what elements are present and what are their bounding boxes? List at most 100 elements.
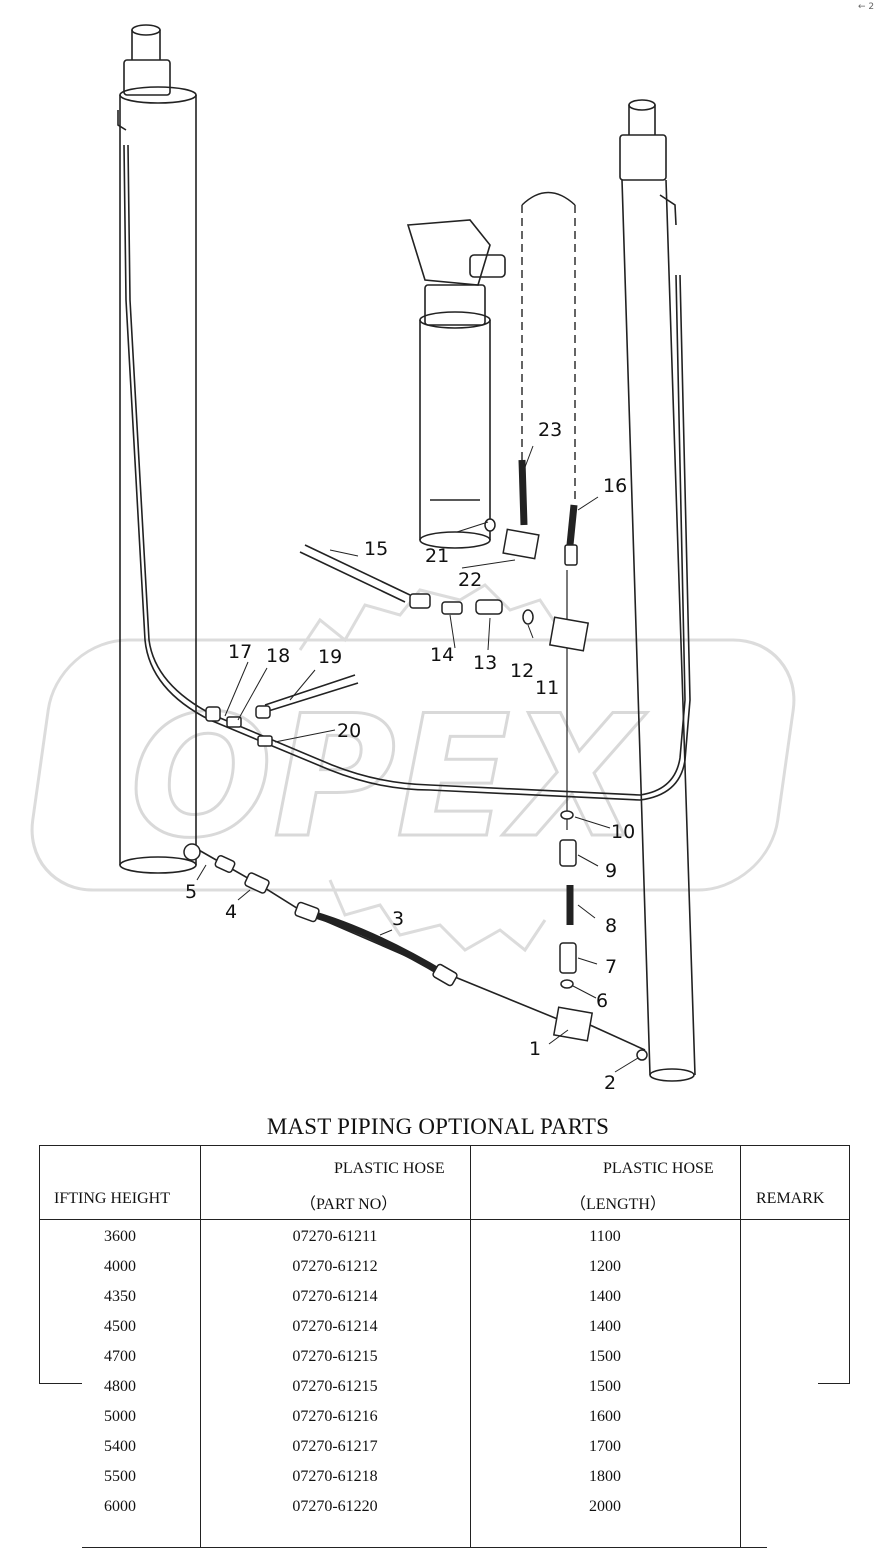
callout-11: 11: [535, 677, 559, 699]
block-1: [552, 1006, 594, 1042]
cell-lifting-height: 5000: [104, 1408, 136, 1425]
callout-13: 13: [473, 652, 497, 674]
callout-5: 5: [185, 881, 197, 903]
cell-part-no: 07270-61212: [292, 1258, 378, 1275]
right-border: [849, 1145, 850, 1384]
cell-length: 1700: [589, 1438, 621, 1455]
left-mast-cylinder: [117, 24, 197, 874]
cell-lifting-height: 5500: [104, 1468, 136, 1485]
oring-21: [484, 518, 496, 532]
corner-mark: ← 2 ↑: [858, 2, 876, 12]
header-bottom-border: [39, 1219, 850, 1220]
mast-piping-diagram: ← 2 ↑ OPEX: [30, 2, 876, 1094]
col-divider-2: [470, 1145, 471, 1548]
callout-3: 3: [392, 908, 404, 930]
callout-9: 9: [605, 860, 617, 882]
hose3-end-a: [294, 901, 320, 923]
cell-lifting-height: 4350: [104, 1288, 136, 1305]
callout-16: 16: [603, 475, 627, 497]
header-part-no-line2: （PART NO）: [300, 1196, 398, 1213]
hose-3: [304, 908, 447, 979]
cell-lifting-height: 4800: [104, 1378, 136, 1395]
cell-length: 1600: [589, 1408, 621, 1425]
callout-10: 10: [611, 821, 635, 843]
cell-part-no: 07270-61215: [292, 1378, 378, 1395]
watermark-logo: OPEX: [30, 583, 796, 953]
hose3-end-b: [432, 963, 458, 987]
fittings: [183, 518, 648, 1061]
fitting-7: [559, 942, 577, 974]
callout-7: 7: [605, 956, 617, 978]
fitting-14: [441, 601, 463, 615]
callout-1: 1: [529, 1038, 541, 1060]
table-title: MAST PIPING OPTIONAL PARTS: [266, 1114, 610, 1139]
fitting-15: [409, 593, 431, 609]
hose-23: [518, 459, 528, 526]
fitting-5: [214, 854, 236, 874]
callout-14: 14: [430, 644, 454, 666]
fitting-20: [257, 735, 273, 747]
cell-length: 1500: [589, 1378, 621, 1395]
cell-length: 1100: [589, 1228, 621, 1245]
callout-23: 23: [538, 419, 562, 441]
callout-19: 19: [318, 646, 342, 668]
header-length-line2: （LENGTH）: [570, 1196, 666, 1213]
cell-lifting-height: 4700: [104, 1348, 136, 1365]
block-11: [548, 616, 590, 652]
header-part-no-line1: PLASTIC HOSE: [334, 1160, 445, 1177]
cell-part-no: 07270-61217: [292, 1438, 378, 1455]
callout-21: 21: [425, 545, 449, 567]
hose16-end: [564, 544, 578, 566]
oring-10: [560, 810, 574, 820]
cell-lifting-height: 5400: [104, 1438, 136, 1455]
cell-length: 1800: [589, 1468, 621, 1485]
plug-2: [636, 1049, 648, 1061]
callout-4: 4: [225, 901, 237, 923]
cell-lifting-height: 3600: [104, 1228, 136, 1245]
cell-length: 1400: [589, 1288, 621, 1305]
table-top-border: [39, 1145, 850, 1146]
callout-8: 8: [605, 915, 617, 937]
cell-part-no: 07270-61211: [292, 1228, 378, 1245]
block-22: [502, 528, 540, 560]
cell-length: 2000: [589, 1498, 621, 1515]
left-border-foot: [39, 1383, 82, 1384]
center-cylinder: [406, 219, 506, 549]
oring-6: [560, 979, 574, 989]
hose-16: [566, 504, 578, 546]
dashed-cylinder: [521, 191, 576, 500]
right-mast-cylinder: [619, 99, 696, 1082]
right-border-foot: [818, 1383, 850, 1384]
cell-part-no: 07270-61214: [292, 1318, 378, 1335]
left-border: [39, 1145, 40, 1384]
fitting-13: [475, 599, 503, 615]
callout-15: 15: [364, 538, 388, 560]
callout-2: 2: [604, 1072, 616, 1094]
fitting-18: [226, 716, 242, 728]
cell-lifting-height: 4000: [104, 1258, 136, 1275]
fitting-4: [244, 872, 270, 894]
callout-labels: 1 2 3 4 5 6 7 8 9 10 11 12 13 14 15 16 1…: [185, 419, 635, 1094]
col-divider-3: [740, 1145, 741, 1548]
callout-18: 18: [266, 645, 290, 667]
cell-length: 1500: [589, 1348, 621, 1365]
header-lifting-height: IFTING HEIGHT: [54, 1190, 170, 1207]
cell-part-no: 07270-61214: [292, 1288, 378, 1305]
cell-lifting-height: 4500: [104, 1318, 136, 1335]
fitting-9: [559, 839, 577, 867]
callout-22: 22: [458, 569, 482, 591]
plug-5: [183, 843, 201, 861]
callout-12: 12: [510, 660, 534, 682]
callout-17: 17: [228, 641, 252, 663]
cell-part-no: 07270-61220: [292, 1498, 378, 1515]
header-length-line1: PLASTIC HOSE: [603, 1160, 714, 1177]
col-divider-1: [200, 1145, 201, 1548]
cell-part-no: 07270-61215: [292, 1348, 378, 1365]
leader-lines: [196, 445, 639, 1073]
fitting-19: [255, 705, 271, 719]
cell-length: 1400: [589, 1318, 621, 1335]
header-remark: REMARK: [756, 1190, 825, 1207]
cell-part-no: 07270-61218: [292, 1468, 378, 1485]
cell-length: 1200: [589, 1258, 621, 1275]
cell-lifting-height: 6000: [104, 1498, 136, 1515]
